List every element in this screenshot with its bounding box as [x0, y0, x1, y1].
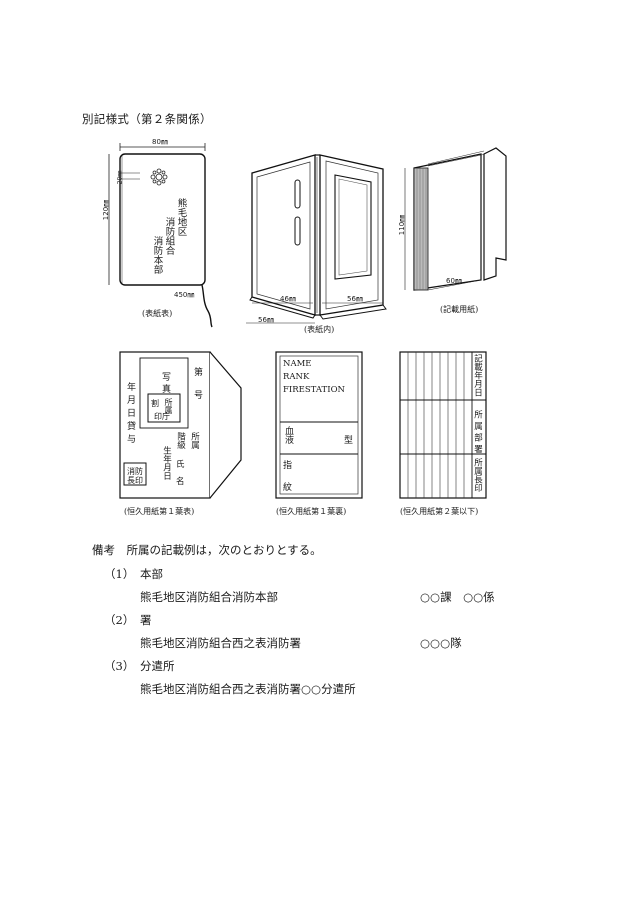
dim-top-label: 20㎜	[116, 170, 124, 185]
name-line: NAME	[283, 359, 312, 369]
dim-left-label: 46㎜	[280, 295, 296, 303]
record-paper-drawing	[404, 147, 507, 291]
stamp-char-2: 割	[151, 399, 159, 408]
dim-width-label: 60㎜	[446, 277, 462, 285]
figure-cover-front: 80㎜ 120㎜ 20㎜ 450㎜ 熊毛地区 消防組合 消防本部 (表紙表)	[100, 135, 225, 330]
affil-label: 所属	[189, 432, 200, 449]
remark-item-label: 分遣所	[140, 659, 175, 673]
permanent-1-front-drawing	[119, 351, 242, 499]
page-heading: 別記様式（第２条関係）	[82, 112, 212, 126]
org-text-col1: 熊毛地区	[175, 198, 187, 236]
remark-item-label: 署	[140, 613, 152, 627]
permanent-1-back-caption: (恒久用紙第１葉裏)	[276, 507, 347, 516]
dim-height-label: 120㎜	[102, 199, 111, 221]
remarks-title: 備考 所属の記載例は，次のとおりとする。	[92, 543, 322, 557]
org-text-col2: 消防組合	[163, 217, 175, 255]
rank-line: RANK	[283, 372, 310, 382]
fingerprint-label-1: 指	[283, 461, 293, 471]
stamp-char-3: 印庁	[154, 412, 170, 421]
number-char-1: 第	[194, 368, 204, 378]
rank-label: 階級	[175, 432, 186, 449]
blood-label-1: 血液	[283, 426, 293, 444]
figure-cover-inside: 46㎜ 56㎜ 56㎜ (表紙内)	[240, 145, 395, 340]
cover-inside-caption: (表紙内)	[304, 325, 335, 334]
figure-permanent-1-back: NAME RANK FIRESTATION 血液 型 指 紋 (恒久用紙第１葉裏…	[274, 350, 374, 516]
remark-item-unit: ○○○隊	[420, 636, 462, 650]
birthdate-label: 生年月日	[161, 446, 172, 480]
record-paper-caption: (記載用紙)	[440, 305, 479, 314]
blood-label-2: 型	[344, 436, 354, 446]
station-line: FIRESTATION	[283, 385, 345, 395]
dim-right-label: 56㎜	[347, 295, 363, 303]
photo-char-2: 真	[162, 385, 172, 395]
fire-emblem-icon	[150, 168, 168, 186]
permanent-2-drawing	[399, 351, 487, 499]
dept-cell: 所属部署	[472, 410, 483, 456]
remark-item-example: 熊毛地区消防組合西之表消防署○○分遣所	[140, 682, 356, 696]
figure-permanent-2: 記載年月日 所属部署 所属長印 (恒久用紙第２葉以下)	[398, 350, 498, 516]
chief-seal-1: 消防	[127, 467, 143, 476]
org-text-col3: 消防本部	[151, 236, 163, 274]
stamp-char-1: 所属	[164, 398, 173, 414]
chief-seal-2: 長印	[127, 476, 143, 485]
record-date-cell: 記載年月日	[472, 354, 483, 397]
remark-item-label: 本部	[140, 567, 163, 581]
chief-seal-cell: 所属長印	[472, 458, 483, 492]
figure-permanent-1-front: 写 真 割 所属 印庁 第 号 年月日貸与 所属 階級 氏 名 生年月日 消防 …	[118, 350, 248, 516]
cover-front-caption: (表紙表)	[142, 309, 173, 318]
remark-item-unit: ○○課 ○○係	[420, 590, 495, 604]
name-label-2: 名	[176, 477, 185, 487]
remark-item-number: （3）	[104, 659, 135, 673]
lend-date-text: 年月日貸与	[125, 382, 135, 447]
remark-item-number: （1）	[104, 567, 135, 581]
remark-item-example: 熊毛地区消防組合西之表消防署	[140, 636, 301, 650]
cover-front-drawing	[108, 143, 213, 328]
dim-height-label: 110㎜	[398, 214, 407, 236]
photo-char-1: 写	[162, 373, 172, 383]
name-label-1: 氏	[176, 460, 185, 470]
remark-item-number: （2）	[104, 613, 135, 627]
permanent-1-back-drawing	[275, 351, 363, 499]
remark-item-example: 熊毛地区消防組合消防本部	[140, 590, 278, 604]
number-char-2: 号	[194, 391, 204, 401]
permanent-2-caption: (恒久用紙第２葉以下)	[400, 507, 479, 516]
cover-inside-drawing	[246, 154, 387, 324]
dim-width-label: 80㎜	[152, 138, 168, 146]
dim-bottom-label: 56㎜	[258, 316, 274, 324]
fingerprint-label-2: 紋	[283, 483, 293, 493]
dim-cord-label: 450㎜	[174, 291, 195, 299]
permanent-1-front-caption: (恒久用紙第１葉表)	[124, 507, 195, 516]
figure-record-paper: 110㎜ 60㎜ (記載用紙)	[396, 140, 521, 325]
